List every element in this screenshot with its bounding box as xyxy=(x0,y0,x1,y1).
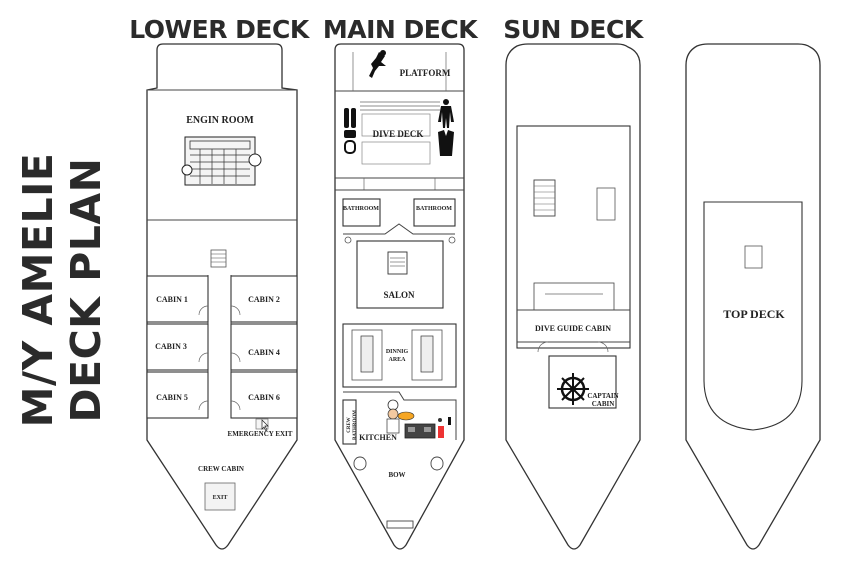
engine-room-label: ENGIN ROOM xyxy=(186,115,254,126)
diver-icon xyxy=(369,52,386,78)
ship-wheel-icon xyxy=(557,373,589,405)
cursor-icon xyxy=(261,419,269,432)
captain-cabin-label-line-1: CAPTAIN xyxy=(587,392,618,400)
sun-deck: DIVE GUIDE CABIN CAPTAIN CABIN xyxy=(505,43,641,550)
stairs-icon xyxy=(533,179,556,217)
chef-icon xyxy=(386,399,415,434)
scuba-tank-icon xyxy=(344,108,356,154)
bow-label: BOW xyxy=(388,471,405,479)
crew-cabin-label: CREW CABIN xyxy=(198,465,244,473)
crew-bathroom-label-line-2: BATHROOM xyxy=(353,410,358,440)
captain-cabin-label-line-2: CABIN xyxy=(592,400,615,408)
cabin-4-label: CABIN 4 xyxy=(248,348,280,357)
dining-area-label-line-2: AREA xyxy=(388,357,406,363)
vertical-title: M/Y AMELIE DECK PLAN xyxy=(14,153,110,428)
crew-bathroom-label-line-1: CREW xyxy=(347,417,352,433)
bcd-vest-icon xyxy=(438,130,454,156)
title-line-2: DECK PLAN xyxy=(62,158,110,423)
wetsuit-icon xyxy=(438,99,454,128)
platform-label: PLATFORM xyxy=(400,68,451,78)
top-deck-label: TOP DECK xyxy=(723,307,785,321)
cabin-2-label: CABIN 2 xyxy=(248,295,280,304)
cabin-1-label: CABIN 1 xyxy=(156,295,188,304)
bathroom-left-label: BATHROOM xyxy=(343,206,379,212)
lower-deck-heading: LOWER DECK xyxy=(129,15,311,44)
kitchen-label: KITCHEN xyxy=(359,433,397,442)
engine-icon xyxy=(181,136,262,186)
title-line-1: M/Y AMELIE xyxy=(14,153,62,428)
dive-guide-cabin-label: DIVE GUIDE CABIN xyxy=(535,324,611,333)
emergency-exit-label: EMERGENCY EXIT xyxy=(228,430,293,438)
bathroom-right-label: BATHROOM xyxy=(416,206,452,212)
stairs-icon xyxy=(210,249,227,268)
exit-label: EXIT xyxy=(213,495,228,501)
salon-label: SALON xyxy=(383,290,415,300)
dive-deck-label: DIVE DECK xyxy=(373,129,424,139)
cabin-3-label: CABIN 3 xyxy=(155,342,187,351)
dining-area-label-line-1: DINNIG xyxy=(386,349,409,355)
cabin-6-label: CABIN 6 xyxy=(248,393,280,402)
main-deck: PLATFORM DIVE DECK BATHROOM B xyxy=(334,43,465,550)
top-deck: TOP DECK xyxy=(685,43,821,550)
lower-deck: ENGIN ROOM xyxy=(146,43,298,550)
cabin-5-label: CABIN 5 xyxy=(156,393,188,402)
sun-deck-heading: SUN DECK xyxy=(503,15,645,44)
main-deck-heading: MAIN DECK xyxy=(323,15,479,44)
